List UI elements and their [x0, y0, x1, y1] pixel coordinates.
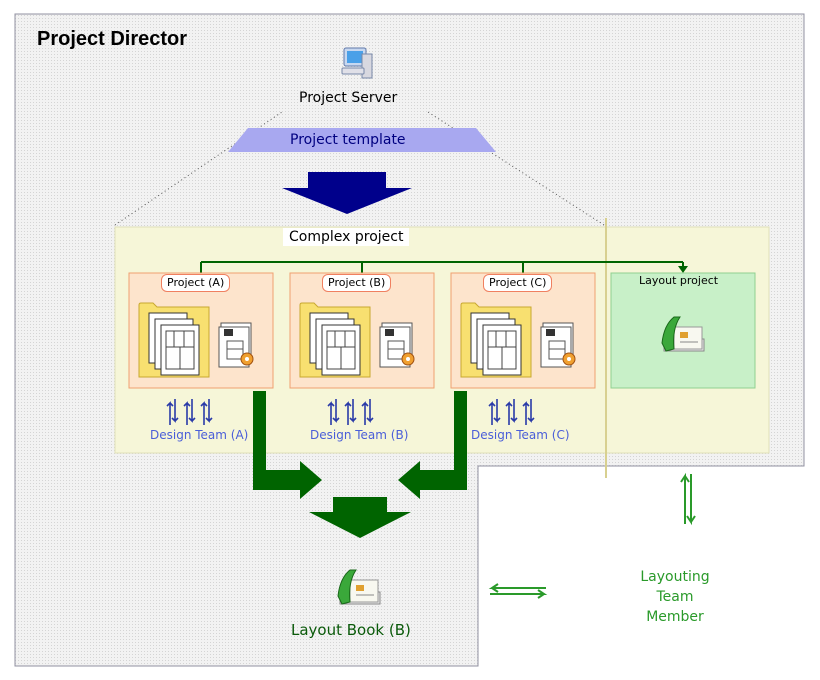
- sheet-icon-b: [379, 322, 415, 368]
- dotted-line-right: [427, 111, 605, 226]
- folder-docs-icon-b: [299, 302, 371, 378]
- flow-arrow-left: [253, 391, 322, 499]
- layout-project-label: Layout project: [639, 274, 719, 287]
- design-team-label-c: Design Team (C): [471, 428, 570, 442]
- project-tab-b: Project (B): [322, 274, 392, 292]
- server-label: Project Server: [299, 90, 398, 106]
- project-tab-c: Project (C): [483, 274, 553, 292]
- connector-arrowhead: [678, 266, 688, 273]
- folder-docs-icon-a: [138, 302, 210, 378]
- page-title: Project Director: [37, 28, 188, 50]
- complex-project-label: Complex project: [283, 228, 410, 246]
- project-tab-a: Project (A): [161, 274, 231, 292]
- flow-arrow-right: [398, 391, 467, 499]
- layout-book-label: Layout Book (B): [291, 621, 411, 639]
- sheet-icon-a: [218, 322, 254, 368]
- down-arrow-green: [309, 497, 411, 538]
- template-label: Project template: [290, 132, 406, 148]
- design-team-label-b: Design Team (B): [310, 428, 409, 442]
- computer-icon: [341, 47, 373, 79]
- member-vertical-arrows: [680, 472, 696, 526]
- complex-connector-lines: [200, 261, 684, 274]
- sheet-icon-c: [540, 322, 576, 368]
- layouting-member-label: Layouting Team Member: [640, 569, 710, 625]
- down-arrow-blue: [282, 172, 412, 214]
- design-team-label-a: Design Team (A): [150, 428, 249, 442]
- template-band: [228, 128, 496, 152]
- member-horizontal-arrows: [488, 583, 548, 599]
- folder-docs-icon-c: [460, 302, 532, 378]
